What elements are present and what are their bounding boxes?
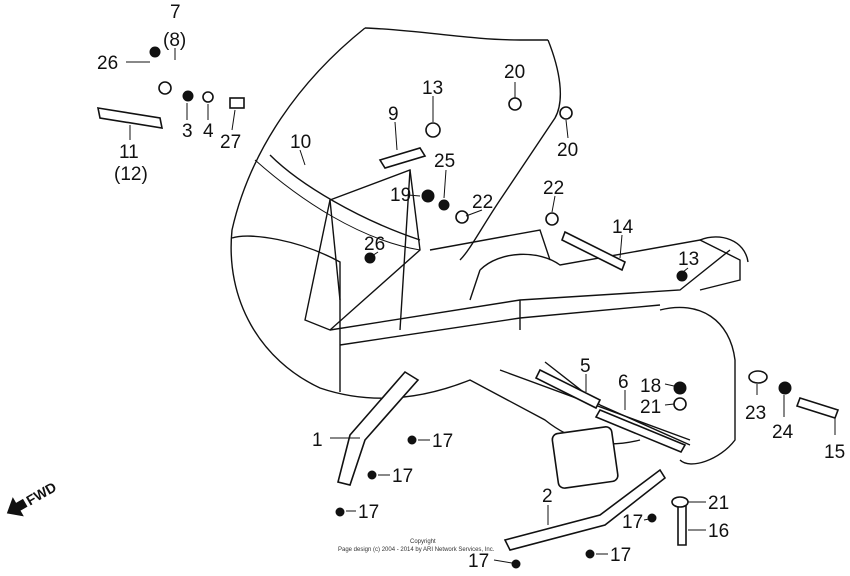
callout-4: 4 — [203, 121, 214, 142]
fairing-stay-frame — [304, 169, 749, 346]
callout-25: 25 — [434, 151, 455, 172]
callout-21-mid: 21 — [640, 397, 661, 418]
callout-3: 3 — [182, 121, 193, 142]
callout-6: 6 — [618, 372, 629, 393]
bolt-part-14 — [560, 230, 627, 272]
callout-14: 14 — [612, 217, 634, 238]
callout-17-c: 17 — [358, 502, 379, 523]
callout-23: 23 — [745, 403, 766, 424]
brace-part-2 — [503, 468, 667, 551]
callout-20-top: 20 — [504, 62, 525, 83]
copyright-line-1: Copyright — [410, 539, 436, 545]
callout-10: 10 — [290, 132, 311, 153]
callout-21-low: 21 — [708, 493, 729, 514]
callout-20-right: 20 — [557, 140, 578, 161]
callout-labels: 7 (8) 26 3 4 27 11 (12) 10 9 13 20 20 25… — [97, 2, 845, 572]
rod-part-9 — [378, 147, 427, 169]
bolt-part-16 — [677, 504, 687, 546]
callout-9: 9 — [388, 104, 399, 125]
callout-13-right: 13 — [678, 249, 699, 270]
callout-8: (8) — [163, 30, 186, 51]
callout-7: 7 — [170, 2, 181, 23]
callout-15: 15 — [824, 442, 845, 463]
callout-26-mid: 26 — [364, 234, 385, 255]
callout-12: (12) — [114, 164, 148, 185]
bracket-part-11 — [96, 107, 164, 129]
callout-17-d: 17 — [622, 512, 643, 533]
callout-24: 24 — [772, 422, 794, 443]
callout-16: 16 — [708, 521, 729, 542]
callout-17-f: 17 — [468, 551, 489, 572]
copyright-line-2: Page design (c) 2004 - 2014 by ARI Netwo… — [338, 547, 495, 553]
cable-part-10 — [269, 154, 421, 241]
callout-19: 19 — [390, 185, 411, 206]
callout-17-e: 17 — [610, 545, 631, 566]
callout-5: 5 — [580, 356, 591, 377]
hardware — [149, 46, 792, 569]
callout-18: 18 — [640, 376, 661, 397]
bolt-part-15 — [795, 397, 840, 419]
rod-part-6 — [594, 408, 687, 454]
callout-1: 1 — [312, 430, 323, 451]
callout-22-right: 22 — [543, 178, 564, 199]
callout-17-a: 17 — [432, 431, 453, 452]
callout-11: 11 — [119, 142, 139, 163]
leader-lines — [126, 48, 836, 564]
lower-bracket — [499, 306, 736, 489]
callout-26-top: 26 — [97, 53, 118, 74]
fwd-arrow-icon — [6, 497, 28, 517]
brace-part-1 — [337, 370, 420, 486]
callout-17-b: 17 — [392, 466, 413, 487]
callout-22-left: 22 — [472, 192, 493, 213]
callout-13-top: 13 — [422, 78, 443, 99]
fwd-direction-indicator: FWD — [6, 479, 59, 517]
callout-27: 27 — [220, 132, 241, 153]
fwd-label: FWD — [23, 479, 59, 509]
callout-2: 2 — [542, 486, 553, 507]
rod-part-5 — [534, 368, 602, 410]
